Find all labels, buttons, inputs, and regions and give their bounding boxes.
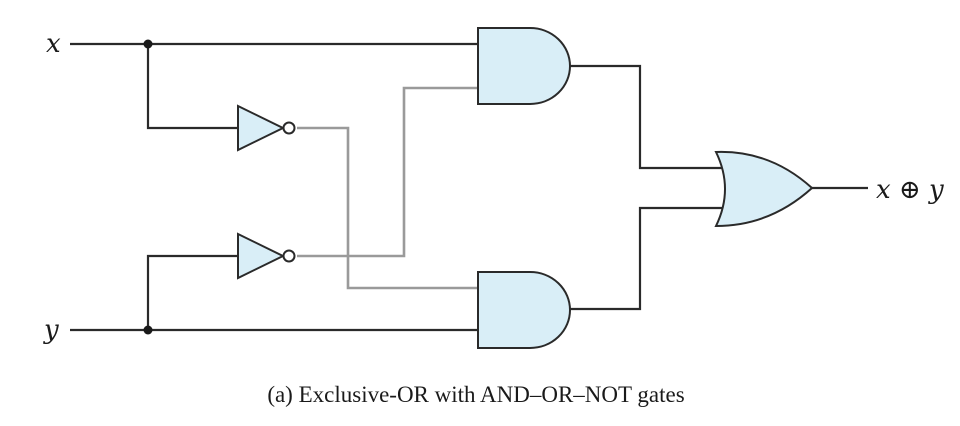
junction-x bbox=[143, 39, 153, 49]
junction-y bbox=[143, 325, 153, 335]
wire-notx-to-and-bottom bbox=[297, 126, 478, 290]
wire-y-to-not bbox=[146, 254, 238, 330]
not-gate-y bbox=[237, 232, 296, 280]
input-x-label: x bbox=[46, 29, 61, 59]
and-gate-bottom bbox=[477, 271, 571, 349]
or-gate bbox=[714, 150, 814, 228]
and-gate-top bbox=[477, 27, 571, 105]
not-gate-y-bubble bbox=[282, 249, 296, 263]
not-gate-x-bubble bbox=[282, 121, 296, 135]
wire-x-to-not bbox=[146, 44, 238, 130]
figure-caption: (a) Exclusive-OR with AND–OR–NOT gates bbox=[267, 382, 684, 407]
output-label: x ⊕ y bbox=[876, 175, 944, 205]
not-gate-x bbox=[237, 104, 296, 152]
wire-and-top-to-or bbox=[570, 64, 724, 170]
wire-noty-to-and-top bbox=[297, 86, 478, 258]
input-y-label: y bbox=[43, 315, 59, 345]
wires bbox=[70, 42, 868, 332]
wire-and-bottom-to-or bbox=[570, 206, 724, 311]
